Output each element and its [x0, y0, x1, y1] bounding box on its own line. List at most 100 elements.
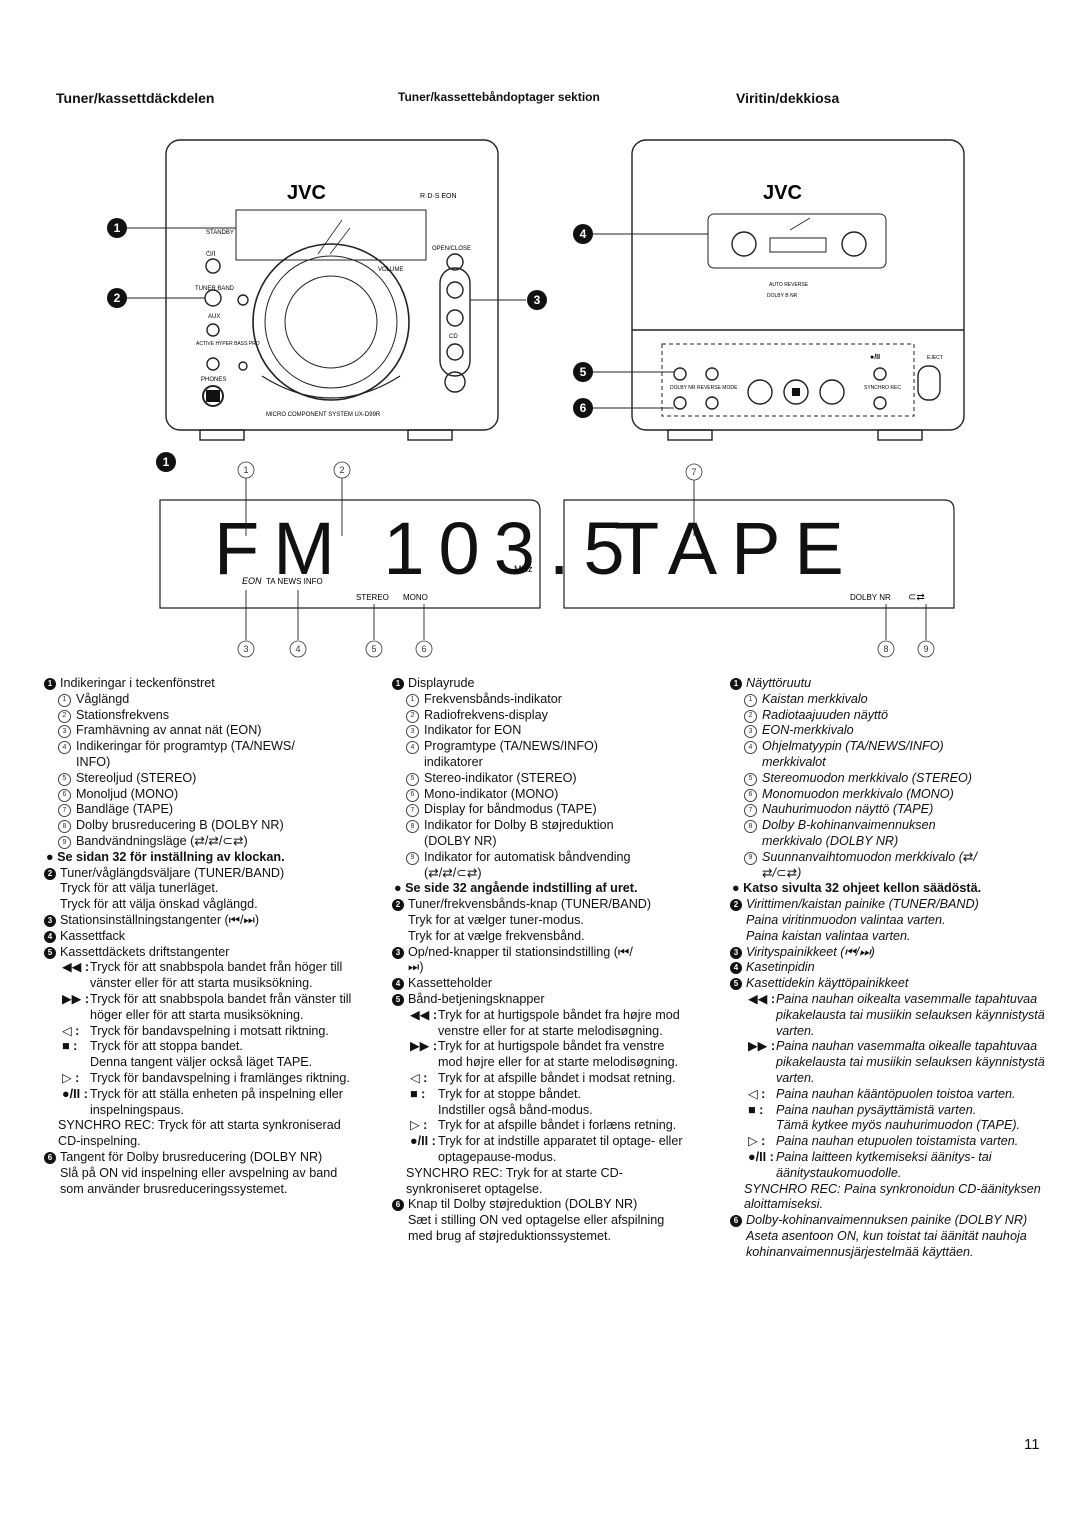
button-symbol: ◀◀ : — [62, 960, 90, 975]
index-number-badge: 3 — [744, 725, 757, 739]
item-text: Display for båndmodus (TAPE) — [424, 802, 597, 817]
button-symbol: ▶▶ : — [410, 1039, 438, 1054]
item-text: Stereomuodon merkkivalo (STEREO) — [762, 770, 972, 785]
callout-number-badge: 1 — [44, 678, 56, 690]
item-text: Tryck för att ställa enheten på inspelni… — [90, 1086, 343, 1117]
item-text: Displayrude — [408, 676, 475, 690]
item-text: Ohjelmatyypin (TA/NEWS/INFO) merkkivalot — [762, 739, 944, 769]
item-text: Tryck för att stoppa bandet. Denna tange… — [90, 1039, 313, 1070]
tuner-unit-illustration — [165, 139, 499, 441]
volume-label: VOLUME — [378, 267, 403, 273]
button-symbol: ◁ : — [748, 1086, 766, 1101]
swedish-item: SYNCHRO REC: Tryck för att starta synkro… — [44, 1118, 362, 1150]
frequency-segments: FM 103.5 — [214, 507, 639, 590]
index-number-badge: 4 — [406, 741, 419, 755]
item-text: Tryck för att snabbspola bandet från hög… — [90, 960, 343, 991]
display-callout-marker — [156, 452, 176, 472]
stop-button-icon — [792, 388, 800, 396]
button-symbol: ■ : — [410, 1086, 426, 1101]
index-number-badge: 9 — [744, 851, 757, 865]
danish-item: ▷ :Tryk for at afspille båndet i forlæns… — [392, 1118, 692, 1134]
item-text: Suunnanvaihtomuodon merkkivalo (⇄/ ⇄/⊂⇄) — [762, 849, 977, 880]
item-text: Paina nauhan vasemmalta oikealle tapahtu… — [776, 1039, 1045, 1085]
synchro-rec-label: SYNCHRO REC — [864, 385, 901, 391]
callout-6: 6 — [580, 401, 587, 415]
callout-number-badge: 6 — [44, 1151, 56, 1164]
swedish-item: ● Se sidan 32 för inställning av klockan… — [44, 850, 362, 866]
callout-number-badge: 4 — [44, 930, 56, 943]
callout-number-badge: 6 — [730, 1215, 742, 1228]
item-text: Tryk for at hurtigspole båndet fra venst… — [438, 1039, 679, 1070]
index-number-badge: 4 — [744, 741, 757, 755]
item-text: Virityspainikkeet (⏮/⏭) — [746, 944, 875, 959]
item-text: SYNCHRO REC: Paina synkronoidun CD-äänit… — [744, 1181, 1041, 1212]
finnish-item: 2 Virittimen/kaistan painike (TUNER/BAND)… — [730, 897, 1045, 944]
item-text: Tryck för bandavspelning i motsatt riktn… — [90, 1023, 329, 1038]
brand-logo-left: JVC — [287, 182, 326, 204]
index-number-badge: 7 — [744, 804, 757, 818]
item-text: Dolby-kohinanvaimennuksen painike (DOLBY… — [746, 1213, 1028, 1259]
callout-number-badge: 3 — [392, 946, 404, 959]
dolby-badge-label: DOLBY B NR — [767, 293, 798, 299]
button-symbol: ●/II : — [410, 1134, 436, 1149]
button-symbol: ▷ : — [748, 1134, 766, 1149]
finnish-item: ◀◀ :Paina nauhan oikealta vasemmalle tap… — [730, 992, 1045, 1039]
button-symbol: ▷ : — [410, 1118, 428, 1133]
item-text: Op/ned-knapper til stationsindstilling (… — [408, 944, 633, 975]
index-number-badge: 1 — [58, 693, 71, 707]
item-text: Dolby B-kohinanvaimennuksen merkkivalo (… — [762, 818, 936, 848]
callout-3: 3 — [534, 293, 541, 307]
finnish-item: 9 Suunnanvaihtomuodon merkkivalo (⇄/ ⇄/⊂⇄… — [730, 850, 1045, 882]
item-text: Bandläge (TAPE) — [76, 802, 174, 817]
item-text: Paina nauhan oikealta vasemmalle tapahtu… — [776, 991, 1045, 1038]
button-symbol: ●/II : — [62, 1086, 88, 1101]
danish-item: 3 Op/ned-knapper til stationsindstilling … — [392, 945, 692, 977]
item-text: Näyttöruutu — [746, 676, 812, 690]
index-number-badge: 8 — [406, 820, 419, 834]
callout-number-badge: 2 — [392, 899, 404, 912]
index-4: 4 — [295, 644, 300, 654]
display-callout: 1 — [163, 455, 170, 469]
index-number-badge: 8 — [58, 820, 71, 834]
item-text: SYNCHRO REC: Tryk for at starte CD-synkr… — [406, 1165, 623, 1196]
item-text: Stereo-indikator (STEREO) — [424, 770, 577, 785]
button-symbol: ■ : — [748, 1102, 764, 1117]
index-number-badge: 5 — [406, 772, 419, 786]
dolby-nr-indicator: DOLBY NR — [850, 593, 891, 602]
finnish-item: ●/II :Paina laitteen kytkemiseksi äänity… — [730, 1150, 1045, 1182]
item-text: SYNCHRO REC: Tryck för att starta synkro… — [58, 1118, 341, 1149]
index-8: 8 — [883, 644, 888, 654]
item-text: Tuner/frekvensbånds-knap (TUNER/BAND) Tr… — [408, 897, 652, 943]
callout-number-badge: 2 — [730, 899, 742, 912]
dolby-nr-button-label: DOLBY NR — [670, 385, 696, 391]
item-text: Virittimen/kaistan painike (TUNER/BAND) … — [746, 897, 979, 943]
item-text: Tryk for at afspille båndet i modsat ret… — [438, 1070, 676, 1085]
danish-item: ◁ :Tryk for at afspille båndet i modsat … — [392, 1071, 692, 1087]
index-number-badge: 4 — [58, 741, 71, 755]
item-text: Programtype (TA/NEWS/INFO) indikatorer — [424, 739, 598, 769]
finnish-item: ▷ :Paina nauhan etupuolen toistamista va… — [730, 1134, 1045, 1150]
item-text: Stereoljud (STEREO) — [76, 770, 197, 785]
danish-item: ◀◀ :Tryk for at hurtigspole båndet fra h… — [392, 1008, 692, 1040]
index-number-badge: 5 — [744, 772, 757, 786]
swedish-item: ●/II :Tryck för att ställa enheten på in… — [44, 1087, 362, 1119]
item-text: Radiofrekvens-display — [424, 707, 548, 722]
callout-1: 1 — [114, 221, 121, 235]
item-text: Indikator for automatisk båndvending (⇄/… — [424, 849, 631, 880]
button-symbol: ◀◀ : — [410, 1007, 438, 1022]
finnish-item: ■ :Paina nauhan pysäyttämistä varten. Tä… — [730, 1103, 1045, 1135]
index-number-badge: 1 — [744, 693, 757, 707]
item-text: Tangent för Dolby brusreducering (DOLBY … — [60, 1149, 338, 1196]
index-number-badge: 6 — [744, 788, 757, 802]
